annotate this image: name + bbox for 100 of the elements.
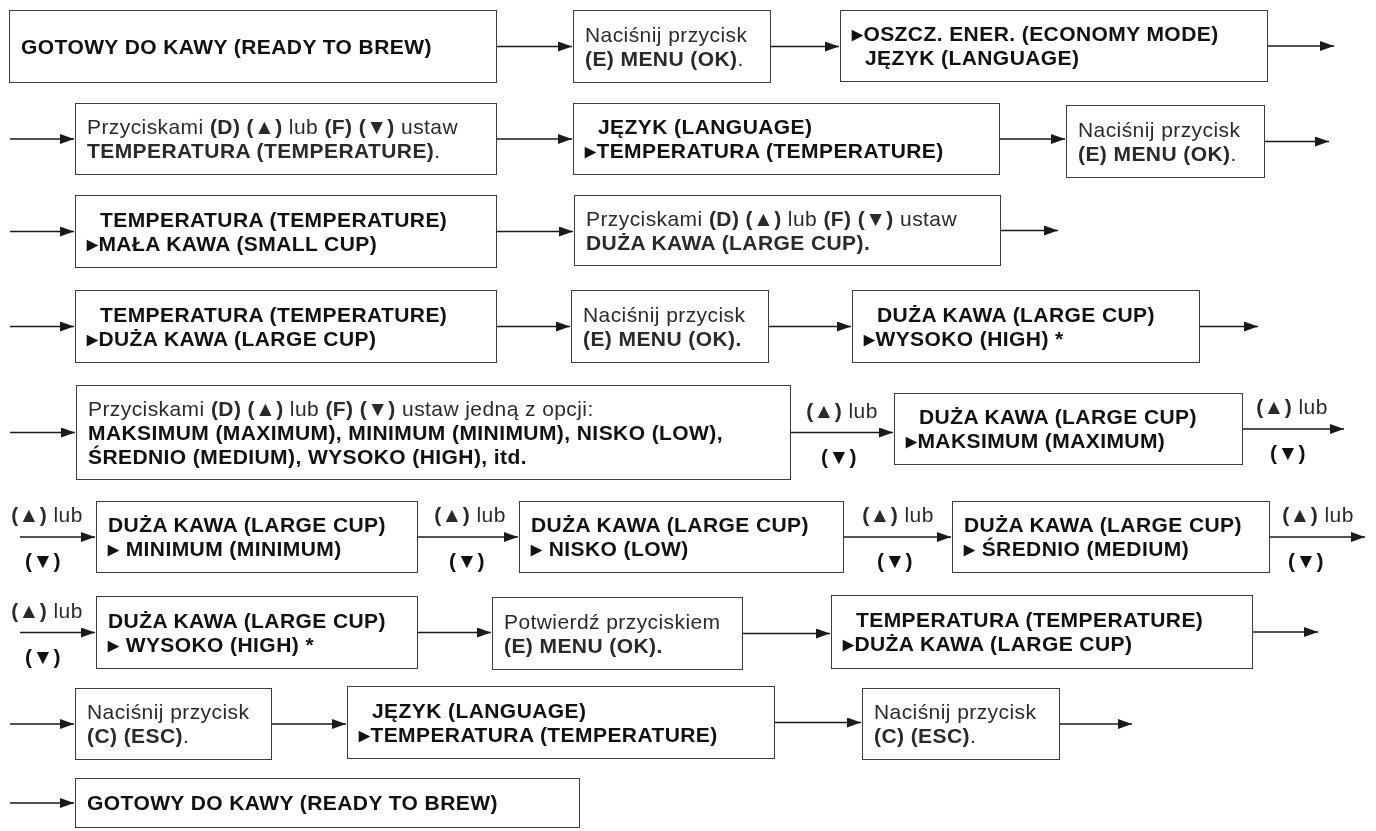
arrow [496, 226, 574, 237]
instruction-box [571, 290, 769, 363]
menu-line: DUŻA KAWA (LARGE CUP) [108, 608, 387, 633]
arrow [1264, 136, 1330, 147]
status-text: GOTOWY DO KAWY (READY TO BREW) [21, 34, 433, 59]
arrow [770, 41, 840, 52]
status-display-box [9, 10, 497, 83]
menu-line: DUŻA KAWA (LARGE CUP) [531, 513, 810, 537]
arrow [496, 134, 573, 144]
edge-label: (▲) lub [1256, 395, 1328, 419]
arrow [999, 134, 1066, 144]
menu-line: ▸DUŻA KAWA (LARGE CUP) [843, 632, 1134, 656]
instruction-box [75, 103, 497, 175]
edge-label: (▲) lub [11, 598, 83, 623]
arrow [843, 532, 952, 542]
key-symbol-label: (▼) [1270, 441, 1306, 465]
menu-line: ▸ ŚREDNIO (MEDIUM) [964, 537, 1191, 561]
menu-display-box [96, 501, 418, 573]
arrow [417, 627, 492, 638]
menu-line: JĘZYK (LANGUAGE) [598, 115, 814, 139]
arrow [1199, 321, 1259, 332]
menu-display-box [573, 103, 1000, 175]
status-display-box [75, 778, 580, 828]
instruction-text: Naciśnij przycisk (C) (ESC). [874, 700, 1038, 748]
arrow [9, 427, 76, 438]
key-symbol-label: (▼) [25, 549, 61, 573]
menu-line: ▸ WYSOKO (HIGH) * [108, 632, 315, 657]
menu-display-box [75, 290, 497, 363]
arrow [19, 532, 96, 542]
menu-line: ▸WYSOKO (HIGH) * [864, 326, 1065, 351]
instruction-text: Przyciskami (D) (▲) lub (F) (▼) ustaw TEMPERATURA (TEMPERATURE). [87, 115, 459, 163]
instruction-text: MAKSIMUM (MAXIMUM), MINIMUM (MINIMUM), NISKO (LOW), ŚREDNIO (MEDIUM), WYSOKO (HIGH), itd. [88, 420, 724, 469]
menu-line: ▸TEMPERATURA (TEMPERATURE) [585, 139, 945, 163]
key-symbol-label: (▼) [821, 444, 857, 469]
menu-line: DUŻA KAWA (LARGE CUP) [964, 513, 1243, 537]
menu-line: ▸DUŻA KAWA (LARGE CUP) [87, 326, 378, 351]
instruction-text: Naciśnij przycisk (E) MENU (OK). [583, 302, 747, 351]
instruction-text: Naciśnij przycisk (E) MENU (OK). [585, 22, 749, 71]
edge-label: (▲) lub [806, 398, 878, 423]
menu-display-box [75, 195, 497, 268]
instruction-text: Potwierdź przyciskiem (E) MENU (OK). [504, 609, 722, 658]
menu-line: TEMPERATURA (TEMPERATURE) [100, 207, 449, 232]
menu-display-box [852, 290, 1200, 363]
arrow [9, 798, 75, 808]
arrow [768, 321, 852, 332]
arrow [496, 41, 573, 52]
key-symbol-label: (▼) [1288, 549, 1324, 573]
instruction-box [76, 385, 791, 480]
menu-display-box [894, 393, 1243, 465]
arrow [9, 226, 75, 237]
arrow [742, 628, 831, 639]
arrow [9, 321, 75, 332]
instruction-box [1066, 105, 1265, 178]
instruction-box [492, 597, 743, 670]
key-symbol-label: (▼) [449, 549, 485, 573]
arrow [790, 427, 894, 438]
instruction-text: Przyciskami (D) (▲) lub (F) (▼) ustaw DUŻA KAWA (LARGE CUP). [586, 206, 958, 255]
edge-label: (▲) lub [1282, 503, 1354, 527]
menu-line: ▸ NISKO (LOW) [531, 537, 690, 561]
menu-display-box [519, 501, 844, 573]
menu-line: ▸ MINIMUM (MINIMUM) [108, 537, 343, 561]
arrow [9, 134, 75, 144]
instruction-text: Naciśnij przycisk (E) MENU (OK). [1078, 117, 1242, 166]
arrow [1000, 225, 1059, 236]
instruction-text: Przyciskami (D) (▲) lub (F) (▼) ustaw jedną z opcji: [88, 396, 595, 421]
arrow [1242, 424, 1345, 434]
arrow [19, 627, 96, 638]
edge-label: (▲) lub [862, 503, 934, 527]
menu-line: ▸TEMPERATURA (TEMPERATURE) [359, 722, 719, 747]
arrow [1267, 41, 1335, 51]
arrow [1252, 627, 1319, 637]
menu-line: DUŻA KAWA (LARGE CUP) [108, 513, 387, 537]
edge-label: (▲) lub [11, 503, 83, 527]
menu-display-box [347, 686, 775, 759]
edge-label: (▲) lub [434, 503, 506, 527]
arrow [1059, 719, 1133, 729]
arrow [9, 719, 75, 729]
arrow [496, 321, 571, 332]
status-text: GOTOWY DO KAWY (READY TO BREW) [87, 791, 499, 815]
menu-display-box [96, 596, 418, 669]
key-symbol-label: (▼) [877, 549, 913, 573]
instruction-box [75, 688, 272, 760]
menu-line: JĘZYK (LANGUAGE) [865, 46, 1081, 70]
menu-display-box [831, 595, 1253, 669]
key-symbol-label: (▼) [25, 644, 61, 669]
menu-line: TEMPERATURA (TEMPERATURE) [100, 302, 449, 327]
menu-line: ▸OSZCZ. ENER. (ECONOMY MODE) [852, 22, 1220, 46]
menu-line: TEMPERATURA (TEMPERATURE) [856, 608, 1205, 632]
instruction-box [862, 688, 1060, 760]
arrow [417, 532, 519, 542]
menu-line: ▸MAŁA KAWA (SMALL CUP) [87, 231, 379, 256]
instruction-box [574, 195, 1001, 266]
menu-line: DUŻA KAWA (LARGE CUP) [919, 405, 1198, 429]
arrow [271, 719, 347, 729]
menu-line: ▸MAKSIMUM (MAXIMUM) [906, 429, 1167, 453]
instruction-text: Naciśnij przycisk (C) (ESC). [87, 700, 251, 748]
arrow [774, 717, 862, 728]
arrow [1269, 532, 1366, 542]
instruction-box [573, 10, 771, 83]
menu-line: JĘZYK (LANGUAGE) [372, 698, 588, 723]
